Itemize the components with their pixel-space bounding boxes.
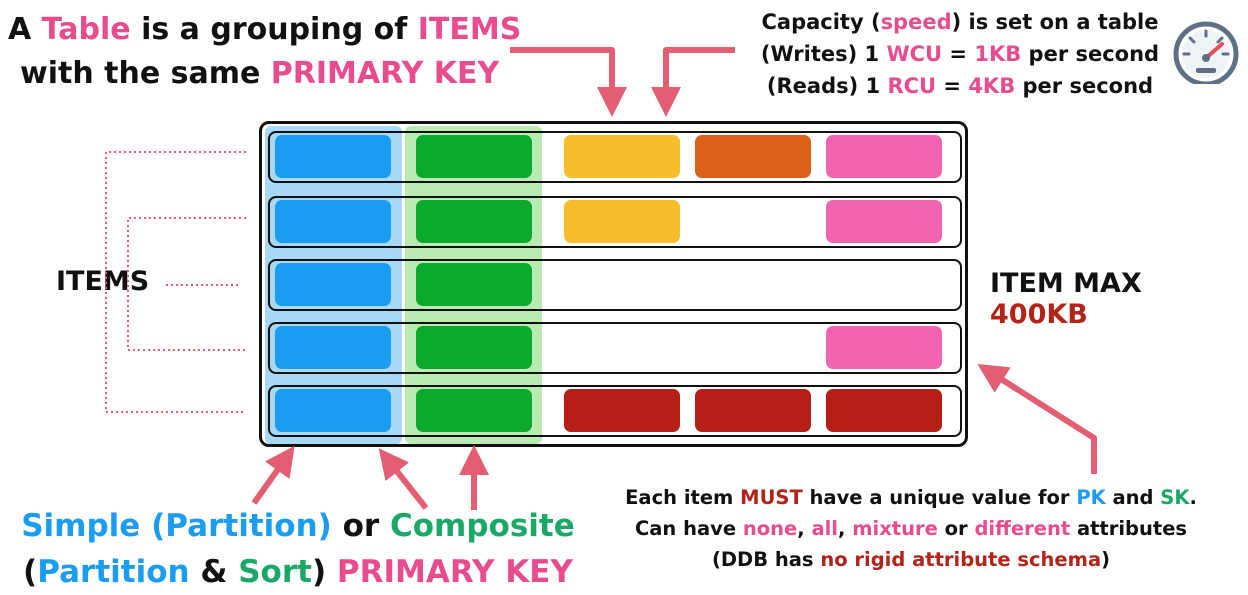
all-word: all xyxy=(811,517,838,540)
arrow-rules-to-table xyxy=(977,363,1097,474)
capacity-speed-word: speed xyxy=(880,10,952,34)
item-max-label: ITEM MAX 400KB xyxy=(990,268,1248,330)
attribute-cell xyxy=(564,200,680,243)
rcu-size: 4KB xyxy=(968,74,1016,98)
sk-word: SK xyxy=(1160,486,1190,509)
pk-text: ) xyxy=(311,554,337,590)
rules-text: Can have xyxy=(634,517,743,540)
pk-line-2: (Partition & Sort) PRIMARY KEY xyxy=(18,549,578,595)
attribute-cell xyxy=(695,135,811,178)
rules-text: , xyxy=(797,517,812,540)
diagram-title: A Table is a grouping of ITEMS with the … xyxy=(8,8,521,96)
title-line-2: with the same PRIMARY KEY xyxy=(8,52,521,96)
primary-key-word: PRIMARY KEY xyxy=(336,554,573,590)
table-row xyxy=(268,322,962,374)
table-row xyxy=(268,259,962,311)
attribute-cell xyxy=(564,389,680,432)
rcu-word: RCU xyxy=(887,74,937,98)
rules-line-1: Each item MUST have a unique value for P… xyxy=(596,482,1226,513)
capacity-line-2: (Writes) 1 WCU = 1KB per second xyxy=(740,38,1180,70)
rules-text: attributes xyxy=(1070,517,1188,540)
composite-word: Composite xyxy=(389,508,575,544)
rules-text: or xyxy=(937,517,975,540)
capacity-note: Capacity (speed) is set on a table (Writ… xyxy=(740,6,1180,102)
capacity-text: (Writes) 1 xyxy=(760,42,887,66)
pk-text: or xyxy=(331,508,390,544)
arrow-capacity-to-table xyxy=(651,47,735,117)
partition-key-cell xyxy=(275,263,391,306)
attribute-cell xyxy=(564,135,680,178)
partition-key-cell xyxy=(275,389,391,432)
rules-text: have a unique value for xyxy=(802,486,1077,509)
no-rigid-schema-phrase: no rigid attribute schema xyxy=(820,548,1102,571)
speedometer-icon xyxy=(1173,21,1239,84)
partition-word: Partition xyxy=(37,554,190,590)
sort-key-cell xyxy=(416,200,532,243)
table-row xyxy=(268,196,962,248)
pk-word: PK xyxy=(1076,486,1106,509)
primary-key-caption: Simple (Partition) or Composite (Partiti… xyxy=(18,503,578,595)
capacity-text: (Reads) 1 xyxy=(766,74,888,98)
title-table-word: Table xyxy=(41,12,131,47)
mixture-word: mixture xyxy=(852,517,938,540)
wcu-word: WCU xyxy=(886,42,943,66)
partition-key-cell xyxy=(275,326,391,369)
simple-partition-word: Simple (Partition) xyxy=(21,508,332,544)
capacity-text: ) is set on a table xyxy=(951,10,1159,34)
table-row xyxy=(268,131,962,183)
sort-word: Sort xyxy=(238,554,312,590)
rules-line-3: (DDB has no rigid attribute schema) xyxy=(596,544,1226,575)
arrow-pk-simple xyxy=(251,445,295,505)
pk-text: & xyxy=(189,554,239,590)
pk-text: ( xyxy=(23,554,38,590)
rules-line-2: Can have none, all, mixture or different… xyxy=(596,513,1226,544)
title-text: is a grouping of xyxy=(130,12,418,47)
capacity-text: = xyxy=(936,74,969,98)
rules-text: and xyxy=(1105,486,1161,509)
rules-text: (DDB has xyxy=(711,548,821,571)
attribute-cell xyxy=(826,135,942,178)
title-text: A xyxy=(8,12,42,47)
capacity-line-3: (Reads) 1 RCU = 4KB per second xyxy=(740,70,1180,102)
attribute-cell xyxy=(826,389,942,432)
title-primary-key-word: PRIMARY KEY xyxy=(270,56,500,91)
capacity-text: Capacity ( xyxy=(761,10,881,34)
sort-key-cell xyxy=(416,389,532,432)
partition-key-cell xyxy=(275,135,391,178)
table-row xyxy=(268,385,962,437)
capacity-line-1: Capacity (speed) is set on a table xyxy=(740,6,1180,38)
sort-key-cell xyxy=(416,135,532,178)
capacity-text: = xyxy=(942,42,975,66)
item-max-size: 400KB xyxy=(990,299,1088,330)
capacity-text: per second xyxy=(1021,42,1160,66)
table xyxy=(259,121,968,447)
item-rules: Each item MUST have a unique value for P… xyxy=(596,482,1226,575)
sort-key-cell xyxy=(416,326,532,369)
attribute-cell xyxy=(826,200,942,243)
title-line-1: A Table is a grouping of ITEMS xyxy=(8,8,521,52)
attribute-cell xyxy=(826,326,942,369)
capacity-text: per second xyxy=(1015,74,1154,98)
rules-text: , xyxy=(838,517,853,540)
rules-text: Each item xyxy=(625,486,741,509)
rules-text: ) xyxy=(1101,548,1111,571)
attribute-cell xyxy=(695,389,811,432)
partition-key-cell xyxy=(275,200,391,243)
items-label: ITEMS xyxy=(56,266,150,297)
different-word: different xyxy=(974,517,1071,540)
items-connector xyxy=(105,151,246,413)
arrow-title-to-table xyxy=(510,47,627,117)
wcu-size: 1KB xyxy=(974,42,1022,66)
rules-text: . xyxy=(1189,486,1197,509)
title-text: with the same xyxy=(20,56,271,91)
none-word: none xyxy=(742,517,798,540)
pk-line-1: Simple (Partition) or Composite xyxy=(18,503,578,549)
arrow-pk-composite-partition xyxy=(378,448,429,510)
must-word: MUST xyxy=(740,486,803,509)
title-items-word: ITEMS xyxy=(417,12,522,47)
sort-key-cell xyxy=(416,263,532,306)
item-max-text: ITEM MAX xyxy=(990,268,1142,299)
